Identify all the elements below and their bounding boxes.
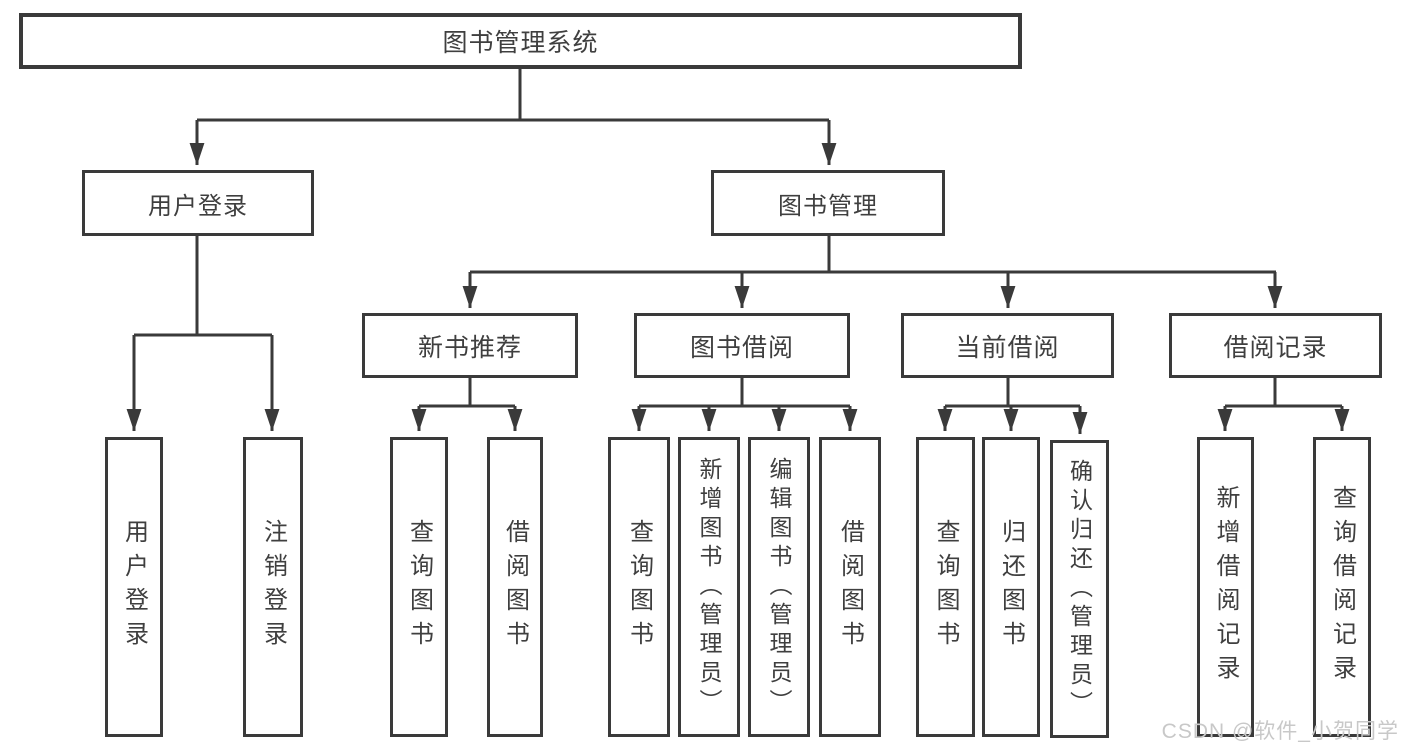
leaf-query-books-borrowing: 查询图书 (608, 437, 670, 737)
leaf-confirm-return-admin: 确认归还（管理员） (1050, 440, 1109, 738)
leaf-user-login: 用户登录 (105, 437, 163, 737)
leaf-edit-books-admin: 编辑图书（管理员） (748, 437, 810, 737)
node-borrowing-records: 借阅记录 (1169, 313, 1382, 378)
node-new-book-recommend: 新书推荐 (362, 313, 578, 378)
node-user-login: 用户登录 (82, 170, 314, 236)
node-book-borrowing: 图书借阅 (634, 313, 850, 378)
connector-arrows (126, 120, 1350, 435)
leaf-add-borrow-record: 新增借阅记录 (1197, 437, 1254, 737)
leaf-add-books-admin: 新增图书（管理员） (678, 437, 740, 737)
leaf-query-books-recommend: 查询图书 (390, 437, 448, 737)
leaf-query-books-current: 查询图书 (916, 437, 975, 737)
node-current-borrowing: 当前借阅 (901, 313, 1114, 378)
leaf-borrow-books-borrowing: 借阅图书 (819, 437, 881, 737)
node-book-management: 图书管理 (711, 170, 945, 236)
leaf-return-books: 归还图书 (982, 437, 1040, 737)
node-library-system: 图书管理系统 (19, 13, 1022, 69)
leaf-query-borrow-record: 查询借阅记录 (1313, 437, 1371, 737)
leaf-borrow-books-recommend: 借阅图书 (487, 437, 543, 737)
leaf-logout-login: 注销登录 (243, 437, 303, 737)
